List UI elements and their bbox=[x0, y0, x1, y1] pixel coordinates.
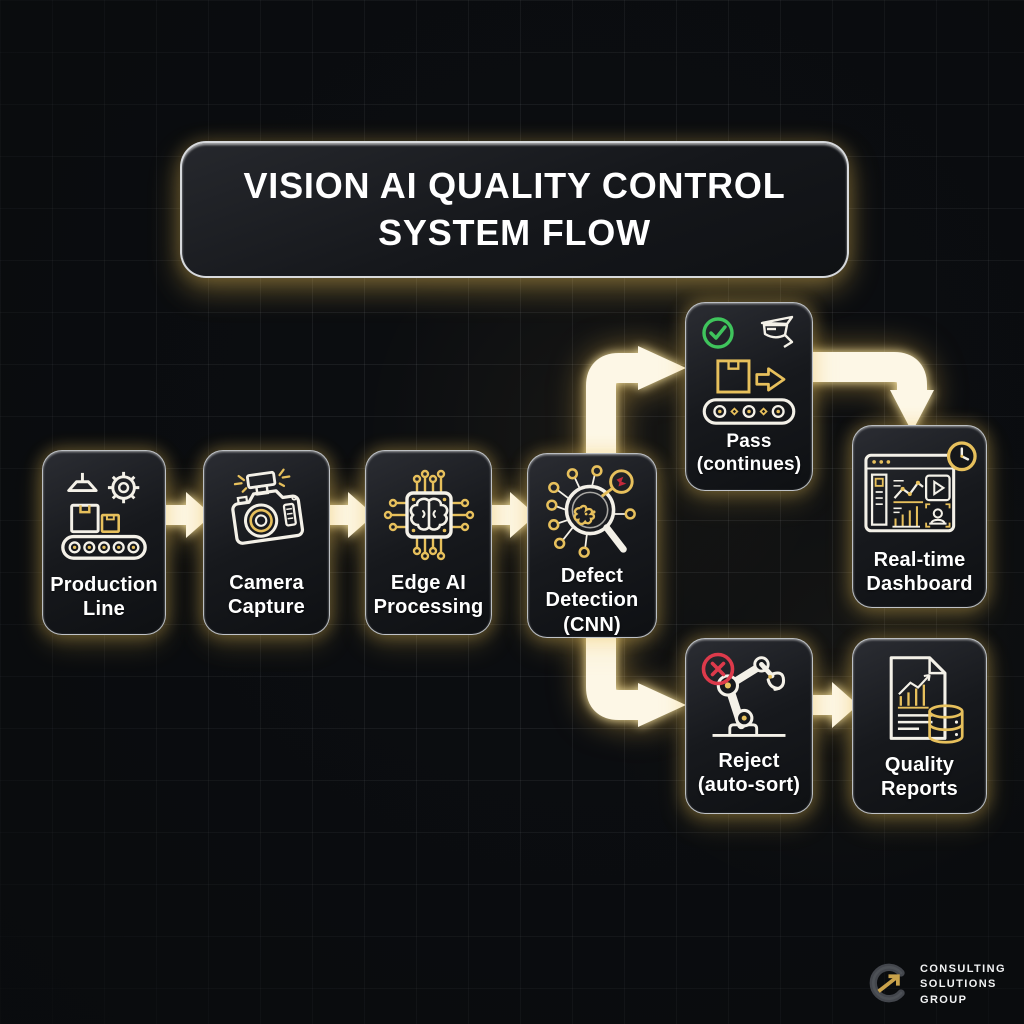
arrow-edge-ai-to-defect bbox=[484, 492, 536, 538]
check-circle-icon bbox=[700, 315, 736, 356]
arrow-defect-to-pass-head bbox=[638, 346, 686, 390]
node-label: Reject (auto-sort) bbox=[697, 750, 801, 797]
brand-footer: CONSULTING SOLUTIONS GROUP bbox=[866, 956, 1016, 1014]
node-realtime-dashboard: Real-time Dashboard bbox=[852, 425, 987, 608]
pass-conveyor-icon bbox=[699, 356, 799, 430]
node-label: Defect Detection (CNN) bbox=[545, 564, 639, 636]
arrow-production-to-camera bbox=[160, 492, 212, 538]
report-database-icon bbox=[870, 639, 970, 753]
page-title: VISION AI QUALITY CONTROL SYSTEM FLOW bbox=[243, 164, 786, 253]
inspector-head-icon bbox=[756, 315, 798, 356]
node-label: Pass (continues) bbox=[696, 431, 802, 476]
factory-conveyor-icon bbox=[55, 451, 153, 573]
arrow-reject-to-reports bbox=[806, 682, 858, 728]
magnifier-defect-icon bbox=[542, 454, 642, 564]
arrow-camera-to-edge-ai bbox=[322, 492, 374, 538]
node-pass: Pass (continues) bbox=[685, 302, 813, 491]
arrow-pass-to-dashboard-elbow bbox=[789, 352, 927, 407]
arrow-defect-to-pass-elbow bbox=[586, 353, 655, 485]
node-reject: Reject (auto-sort) bbox=[685, 638, 813, 814]
node-label: Edge AI Processing bbox=[373, 572, 484, 619]
node-edge-ai-processing: Edge AI Processing bbox=[365, 450, 492, 635]
brand-name: CONSULTING SOLUTIONS GROUP bbox=[920, 962, 1006, 1006]
ai-chip-brain-icon bbox=[379, 451, 479, 571]
g-arrow-logo bbox=[866, 960, 912, 1011]
node-production-line: Production Line bbox=[42, 450, 166, 635]
node-label: Real-time Dashboard bbox=[866, 549, 973, 596]
node-defect-detection: Defect Detection (CNN) bbox=[527, 453, 657, 638]
node-label: Production Line bbox=[50, 574, 158, 621]
dashboard-icon bbox=[861, 426, 979, 548]
arrow-defect-to-reject-head bbox=[638, 683, 686, 727]
x-circle-icon bbox=[699, 650, 737, 693]
node-quality-reports: Quality Reports bbox=[852, 638, 987, 814]
node-label: Camera Capture bbox=[228, 572, 305, 619]
node-label: Quality Reports bbox=[881, 754, 958, 801]
arrow-pass-to-dashboard-head bbox=[890, 390, 934, 432]
camera-icon bbox=[215, 451, 319, 571]
title-box: VISION AI QUALITY CONTROL SYSTEM FLOW bbox=[180, 141, 849, 278]
arrow-defect-to-reject-elbow bbox=[586, 605, 655, 720]
node-camera-capture: Camera Capture bbox=[203, 450, 330, 635]
robot-arm-icon bbox=[701, 639, 797, 749]
